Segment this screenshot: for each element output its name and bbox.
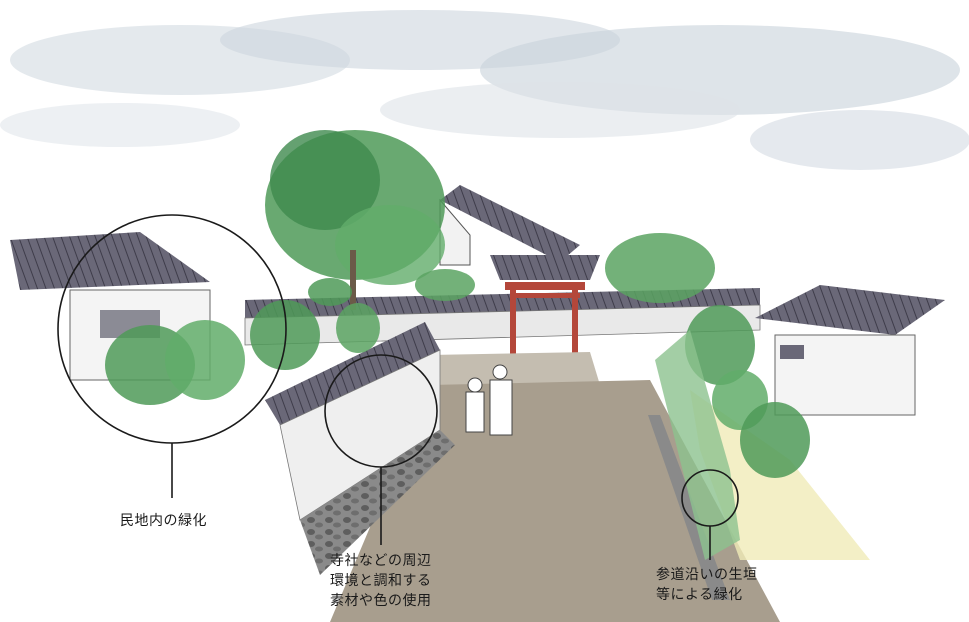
torii-gate bbox=[505, 282, 585, 355]
left-wall-roof bbox=[265, 322, 440, 425]
right-house bbox=[755, 285, 945, 416]
callout-label-temple-materials-3: 素材や色の使用 bbox=[330, 593, 432, 609]
visitors bbox=[465, 364, 513, 436]
callout-label-temple-materials-1: 寺社などの周辺 bbox=[330, 553, 432, 569]
callout-label-hedge-2: 等による緑化 bbox=[656, 587, 743, 603]
trees bbox=[105, 130, 810, 560]
callout-label-hedge-1: 参道沿いの生垣 bbox=[656, 567, 758, 583]
temple-hall bbox=[439, 185, 600, 280]
stone-base-wall bbox=[300, 430, 455, 575]
sky-clouds bbox=[0, 10, 969, 170]
callout-label-private-greening: 民地内の緑化 bbox=[120, 513, 207, 529]
callout-label-temple-materials-2: 環境と調和する bbox=[330, 573, 432, 589]
